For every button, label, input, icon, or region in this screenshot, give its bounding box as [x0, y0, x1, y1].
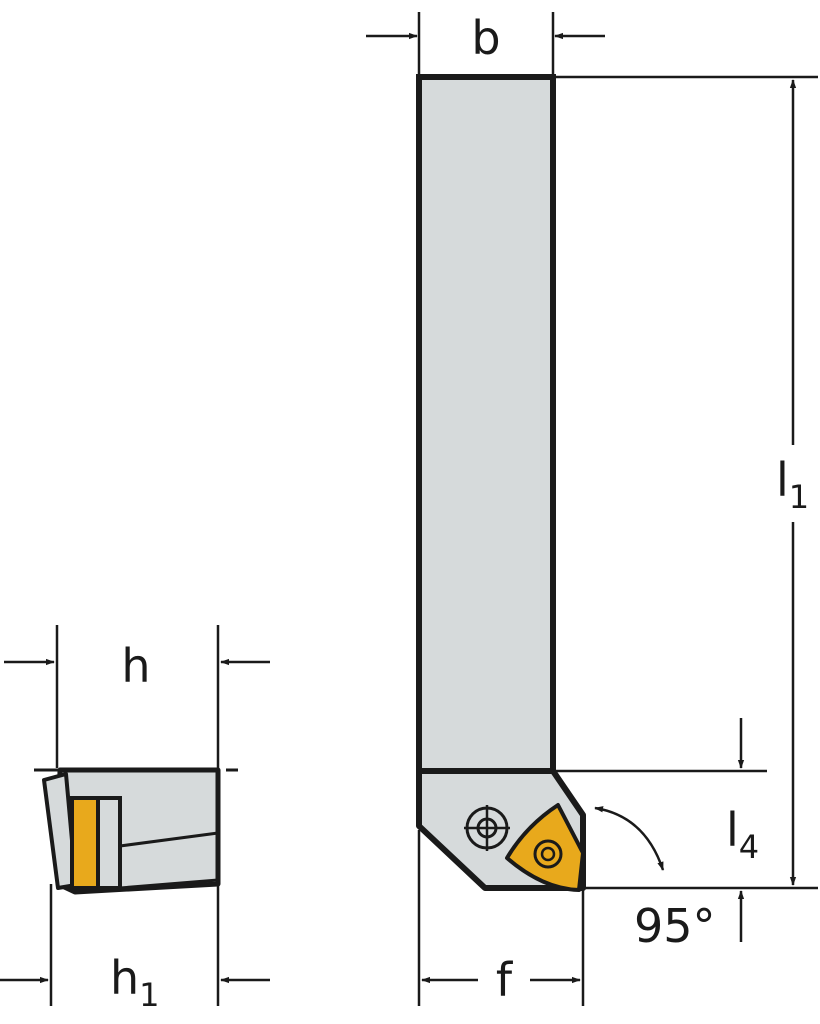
label-h: h — [121, 639, 150, 693]
dimension-b: b — [366, 11, 605, 74]
side-insert — [70, 796, 100, 890]
dimension-h: h — [4, 625, 270, 1006]
label-f: f — [496, 953, 514, 1007]
label-l1: l1 — [776, 453, 809, 516]
top-view — [416, 74, 586, 892]
label-angle: 95° — [634, 899, 716, 953]
label-h1: h1 — [110, 951, 160, 1014]
side-shim — [96, 796, 122, 890]
shank — [416, 74, 556, 774]
label-l4: l4 — [726, 803, 759, 866]
dimension-h1: h1 — [0, 884, 270, 1014]
dimension-f: f — [417, 830, 581, 1007]
clamp-screw — [464, 805, 510, 851]
dimension-l4: l4 — [556, 718, 767, 942]
side-view — [34, 767, 238, 895]
insert-hole — [533, 839, 563, 869]
cutting-insert — [505, 803, 585, 892]
dimension-l1: l1 — [553, 75, 818, 890]
label-b: b — [471, 11, 500, 65]
dimension-angle: 95° — [581, 806, 716, 1006]
